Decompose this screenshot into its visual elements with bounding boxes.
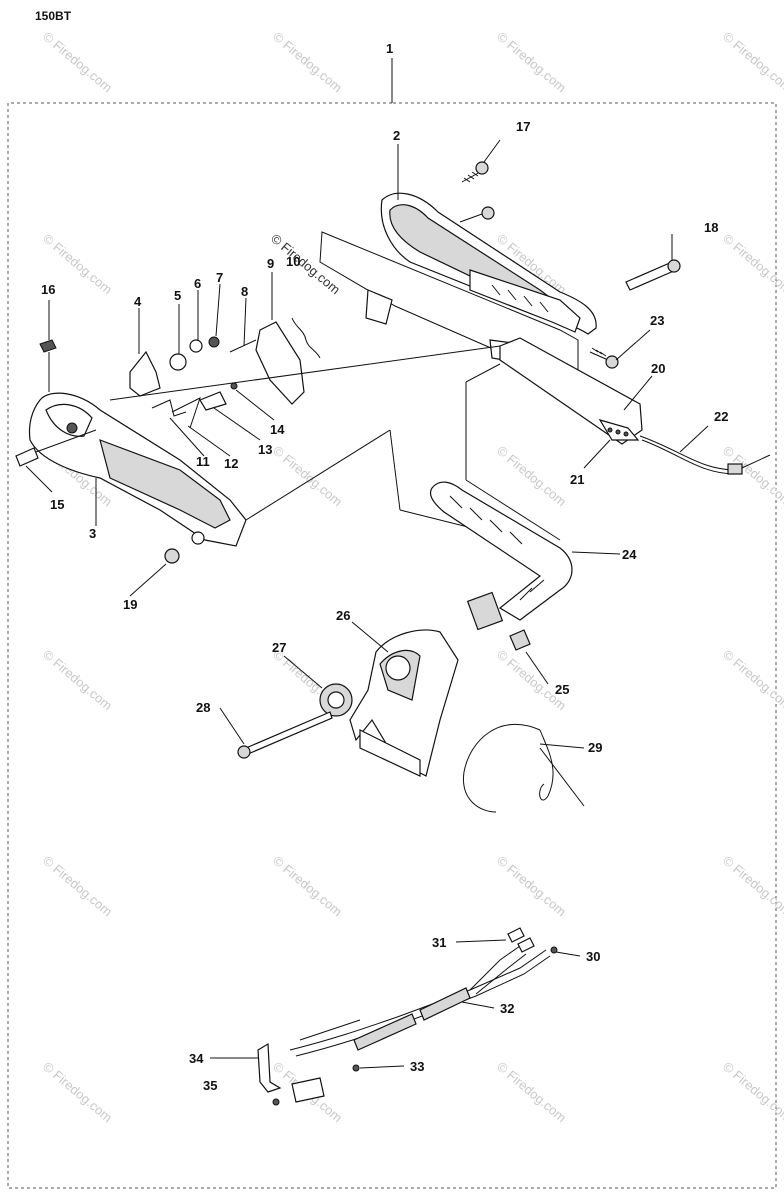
callout-7: 7 <box>216 270 223 285</box>
upper-handle-part-2 <box>319 192 597 381</box>
callout-28: 28 <box>196 700 210 715</box>
callout-26: 26 <box>336 608 350 623</box>
bracket-part-13 <box>199 391 227 411</box>
watermark: © Firedog.com <box>494 853 569 919</box>
pin-part-8 <box>229 339 257 353</box>
callout-30: 30 <box>586 949 600 964</box>
callout-27: 27 <box>272 640 286 655</box>
watermark: © Firedog.com <box>720 231 784 297</box>
watermark: © Firedog.com <box>40 853 115 919</box>
callout-23: 23 <box>650 313 664 328</box>
callout-16: 16 <box>41 282 55 297</box>
bolt-part-15 <box>15 429 97 467</box>
nut-part-16 <box>39 339 57 353</box>
watermark: © Firedog.com <box>494 443 569 509</box>
nut-part-25 <box>509 629 531 651</box>
clamp-part-20 <box>499 337 643 445</box>
screw-part-23 <box>589 347 619 369</box>
callout-22: 22 <box>714 409 728 424</box>
callout-21: 21 <box>570 472 584 487</box>
pin-part-18 <box>625 259 681 291</box>
callout-4: 4 <box>134 294 142 309</box>
callout-34: 34 <box>189 1051 204 1066</box>
wiring-harness-part-32 <box>289 945 551 1057</box>
callout-14: 14 <box>270 422 285 437</box>
watermark: © Firedog.com <box>720 1059 784 1125</box>
nut-part-19 <box>164 548 180 564</box>
washer-part-6 <box>189 339 203 353</box>
watermark: © Firedog.com <box>720 647 784 713</box>
callout-5: 5 <box>174 288 181 303</box>
throttle-part-9 <box>255 321 305 405</box>
watermark: © Firedog.com <box>494 1059 569 1125</box>
switch-part-34 <box>257 1042 282 1093</box>
model-label: 150BT <box>35 9 72 23</box>
callout-32: 32 <box>500 1001 514 1016</box>
connector-part-35 <box>272 1077 325 1106</box>
wire-part-29 <box>463 723 554 813</box>
front-handle-part-3 <box>28 392 247 547</box>
callout-2: 2 <box>393 128 400 143</box>
watermark: © Firedog.com <box>720 443 784 509</box>
watermark: © Firedog.com <box>270 29 345 95</box>
callout-25: 25 <box>555 682 569 697</box>
watermark: © Firedog.com <box>40 647 115 713</box>
bolt-part-28 <box>237 711 333 759</box>
washer-part-5 <box>169 353 187 371</box>
bracket-part-26 <box>349 629 459 777</box>
screw-part-14 <box>230 382 238 390</box>
watermark: © Firedog.com <box>494 29 569 95</box>
washer-part-7 <box>208 336 220 348</box>
callout-31: 31 <box>432 935 446 950</box>
callout-3: 3 <box>89 526 96 541</box>
watermark: © Firedog.com <box>720 29 784 95</box>
callout-33: 33 <box>410 1059 424 1074</box>
callout-29: 29 <box>588 740 602 755</box>
watermark: © Firedog.com <box>40 1059 115 1125</box>
knob-part-4 <box>129 350 161 397</box>
callout-20: 20 <box>651 361 665 376</box>
watermark: © Firedog.com <box>268 231 343 297</box>
callout-13: 13 <box>258 442 272 457</box>
watermark: © Firedog.com <box>270 853 345 919</box>
watermark: © Firedog.com <box>40 29 115 95</box>
terminal-part-30 <box>550 946 558 954</box>
callout-leaders <box>25 139 709 1069</box>
callout-6: 6 <box>194 276 201 291</box>
callout-11: 11 <box>196 454 210 469</box>
callout-18: 18 <box>704 220 718 235</box>
watermark: © Firedog.com <box>720 853 784 919</box>
callout-24: 24 <box>622 547 637 562</box>
loop-handle-part-24 <box>429 481 573 631</box>
callout-19: 19 <box>123 597 137 612</box>
gear-part-27 <box>319 683 353 717</box>
terminal-part-33 <box>352 1064 360 1072</box>
callout-35: 35 <box>203 1078 217 1093</box>
callout-15: 15 <box>50 497 64 512</box>
lever-part-12 <box>171 397 201 429</box>
spring-part-10 <box>291 317 321 359</box>
callout-8: 8 <box>241 284 248 299</box>
cable-part-22 <box>639 435 771 475</box>
screw-part-17 <box>459 161 495 223</box>
callout-12: 12 <box>224 456 238 471</box>
callout-labels: 1 2 3 4 5 6 7 8 9 10 11 12 13 14 15 16 1… <box>41 41 728 1093</box>
watermark: © Firedog.com <box>494 647 569 713</box>
callout-10: 10 <box>286 254 300 269</box>
callout-1: 1 <box>386 41 393 56</box>
guide-lines <box>109 345 585 807</box>
assembly-frame <box>7 102 777 1189</box>
connector-part-31 <box>507 927 535 953</box>
spring-part-11 <box>151 399 187 417</box>
callout-17: 17 <box>516 119 530 134</box>
callout-9: 9 <box>267 256 274 271</box>
watermark: © Firedog.com <box>270 443 345 509</box>
